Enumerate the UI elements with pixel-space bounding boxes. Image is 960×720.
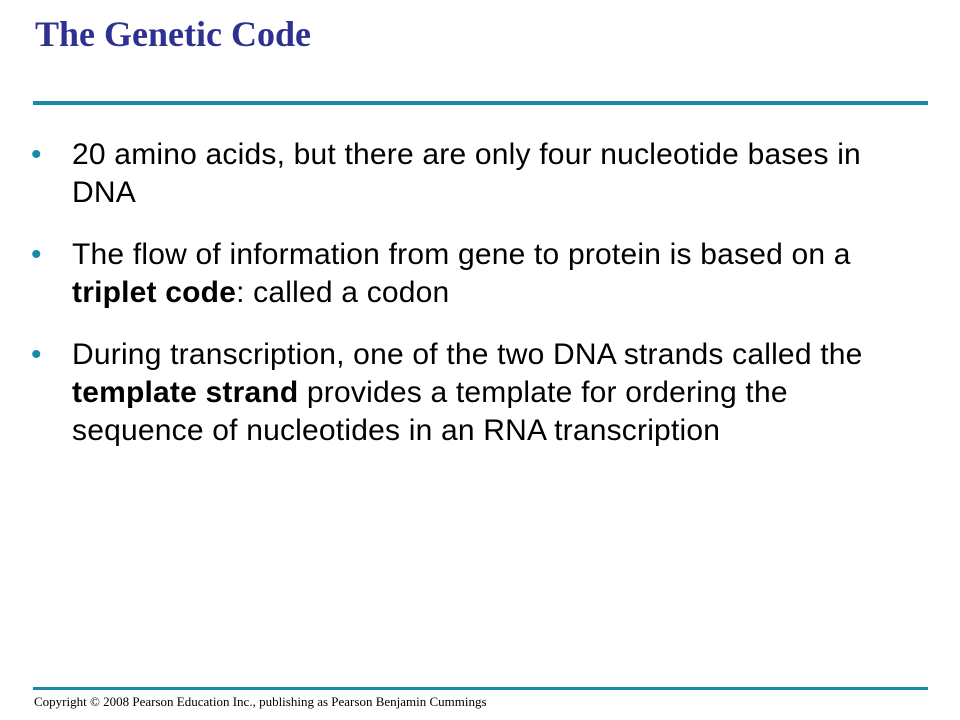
- bullet-item: • During transcription, one of the two D…: [31, 336, 911, 450]
- bullet-marker: •: [31, 238, 42, 271]
- bullet-text: The flow of information from gene to pro…: [72, 238, 851, 309]
- bullet-text: 20 amino acids, but there are only four …: [72, 138, 861, 209]
- bullet-marker: •: [31, 138, 42, 171]
- bullet-emphasis: template strand: [72, 376, 299, 409]
- title-divider: [33, 101, 928, 105]
- bullet-item: • 20 amino acids, but there are only fou…: [31, 136, 911, 212]
- bullet-marker: •: [31, 338, 42, 371]
- bullet-item: • The flow of information from gene to p…: [31, 236, 911, 312]
- footer-divider: [33, 687, 928, 690]
- bullet-list: • 20 amino acids, but there are only fou…: [31, 136, 911, 474]
- copyright-footer: Copyright © 2008 Pearson Education Inc.,…: [34, 694, 487, 709]
- bullet-text: During transcription, one of the two DNA…: [72, 338, 863, 447]
- bullet-text-part: 20 amino acids, but there are only four …: [72, 138, 861, 209]
- bullet-text-part: The flow of information from gene to pro…: [72, 238, 851, 271]
- bullet-text-part: During transcription, one of the two DNA…: [72, 338, 863, 371]
- bullet-emphasis: triplet code: [72, 276, 237, 309]
- bullet-text-part: : called a codon: [236, 276, 450, 309]
- slide-title: The Genetic Code: [35, 14, 311, 54]
- bullet-text-part: provides a template for ordering the seq…: [72, 376, 788, 447]
